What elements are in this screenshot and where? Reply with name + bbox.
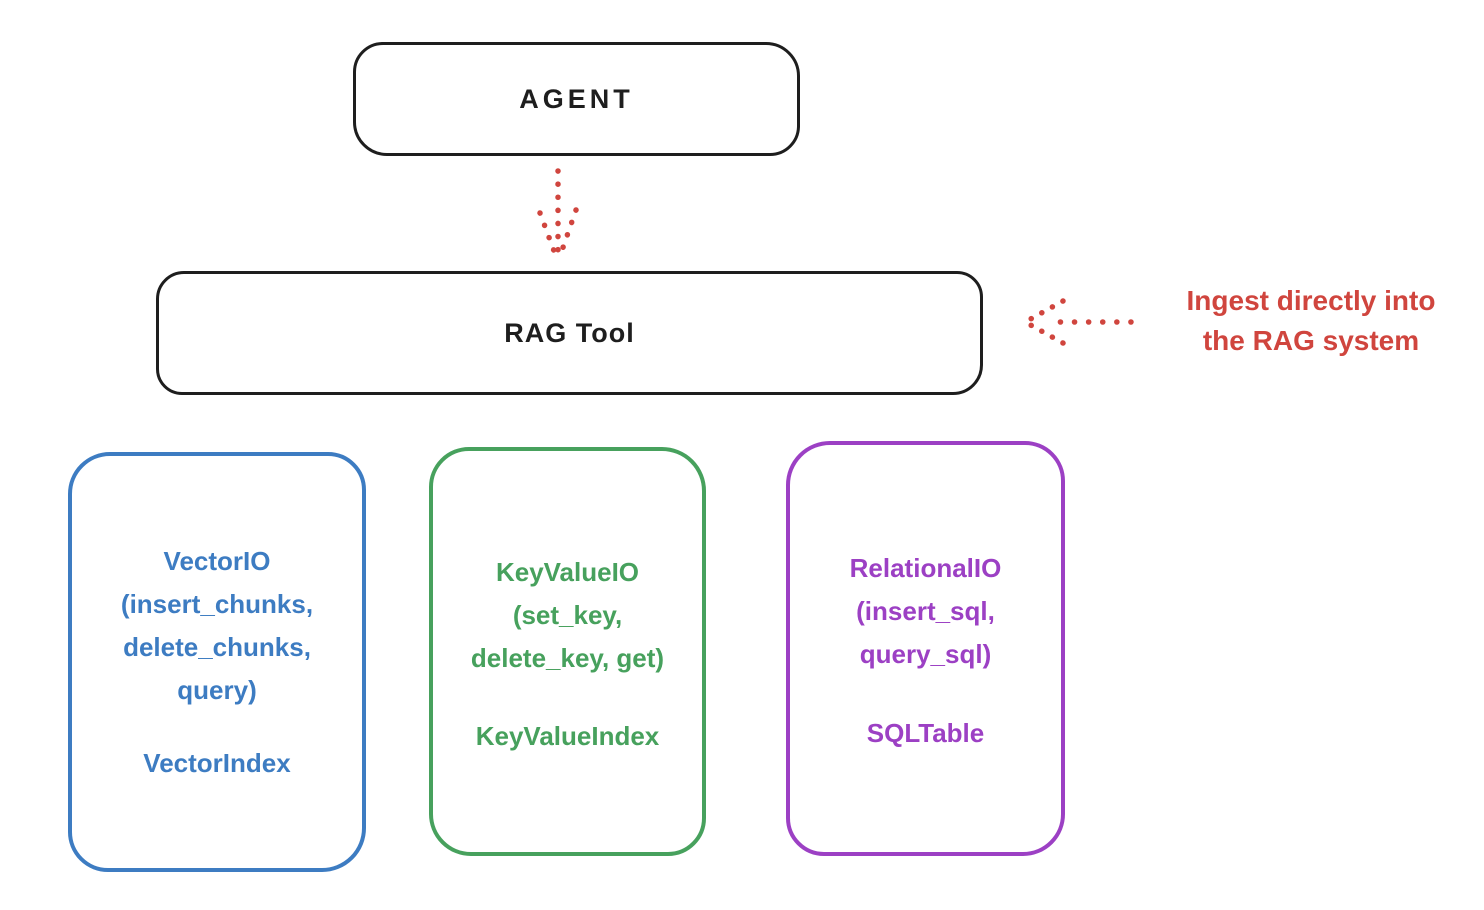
keyvalue-index-label: KeyValueIndex xyxy=(475,721,660,751)
dotted-left-arrow-icon xyxy=(1024,298,1134,346)
left-arrow-head-top xyxy=(1024,298,1066,324)
left-arrow-head-bottom xyxy=(1024,320,1066,346)
agent-label: AGENT xyxy=(519,83,634,114)
keyvalue-io-param-line1: (set_key, xyxy=(512,600,623,630)
rag-tool-node: RAG Tool xyxy=(156,271,983,395)
vector-io-param-line2: delete_chunks, xyxy=(123,632,311,662)
ingest-annotation-line1: Ingest directly into xyxy=(1186,285,1436,316)
sql-table-label: SQLTable xyxy=(866,718,985,748)
vector-io-param-line1: (insert_chunks, xyxy=(120,589,314,619)
relational-io-param-line1: (insert_sql, xyxy=(856,596,995,626)
down-arrow-head-left xyxy=(537,210,560,262)
keyvalue-io-title: KeyValueIO xyxy=(495,557,640,587)
relational-io-node: RelationalIO (insert_sql, query_sql) SQL… xyxy=(786,441,1065,856)
agent-node: AGENT xyxy=(353,42,800,156)
ingest-annotation-line2: the RAG system xyxy=(1202,325,1420,356)
dotted-down-arrow-icon xyxy=(537,168,579,262)
relational-io-title: RelationalIO xyxy=(849,553,1002,583)
rag-tool-label: RAG Tool xyxy=(504,317,635,348)
ingest-annotation: Ingest directly into the RAG system xyxy=(1138,281,1484,361)
vector-io-param-line3: query) xyxy=(177,675,257,705)
vector-io-node: VectorIO (insert_chunks, delete_chunks, … xyxy=(68,452,366,872)
vector-io-title: VectorIO xyxy=(163,546,271,576)
relational-io-param-line2: query_sql) xyxy=(859,639,992,669)
keyvalue-io-param-line2: delete_key, get) xyxy=(470,643,665,673)
vector-index-label: VectorIndex xyxy=(143,748,291,778)
down-arrow-head-right xyxy=(556,207,579,262)
keyvalue-io-node: KeyValueIO (set_key, delete_key, get) Ke… xyxy=(429,447,706,856)
